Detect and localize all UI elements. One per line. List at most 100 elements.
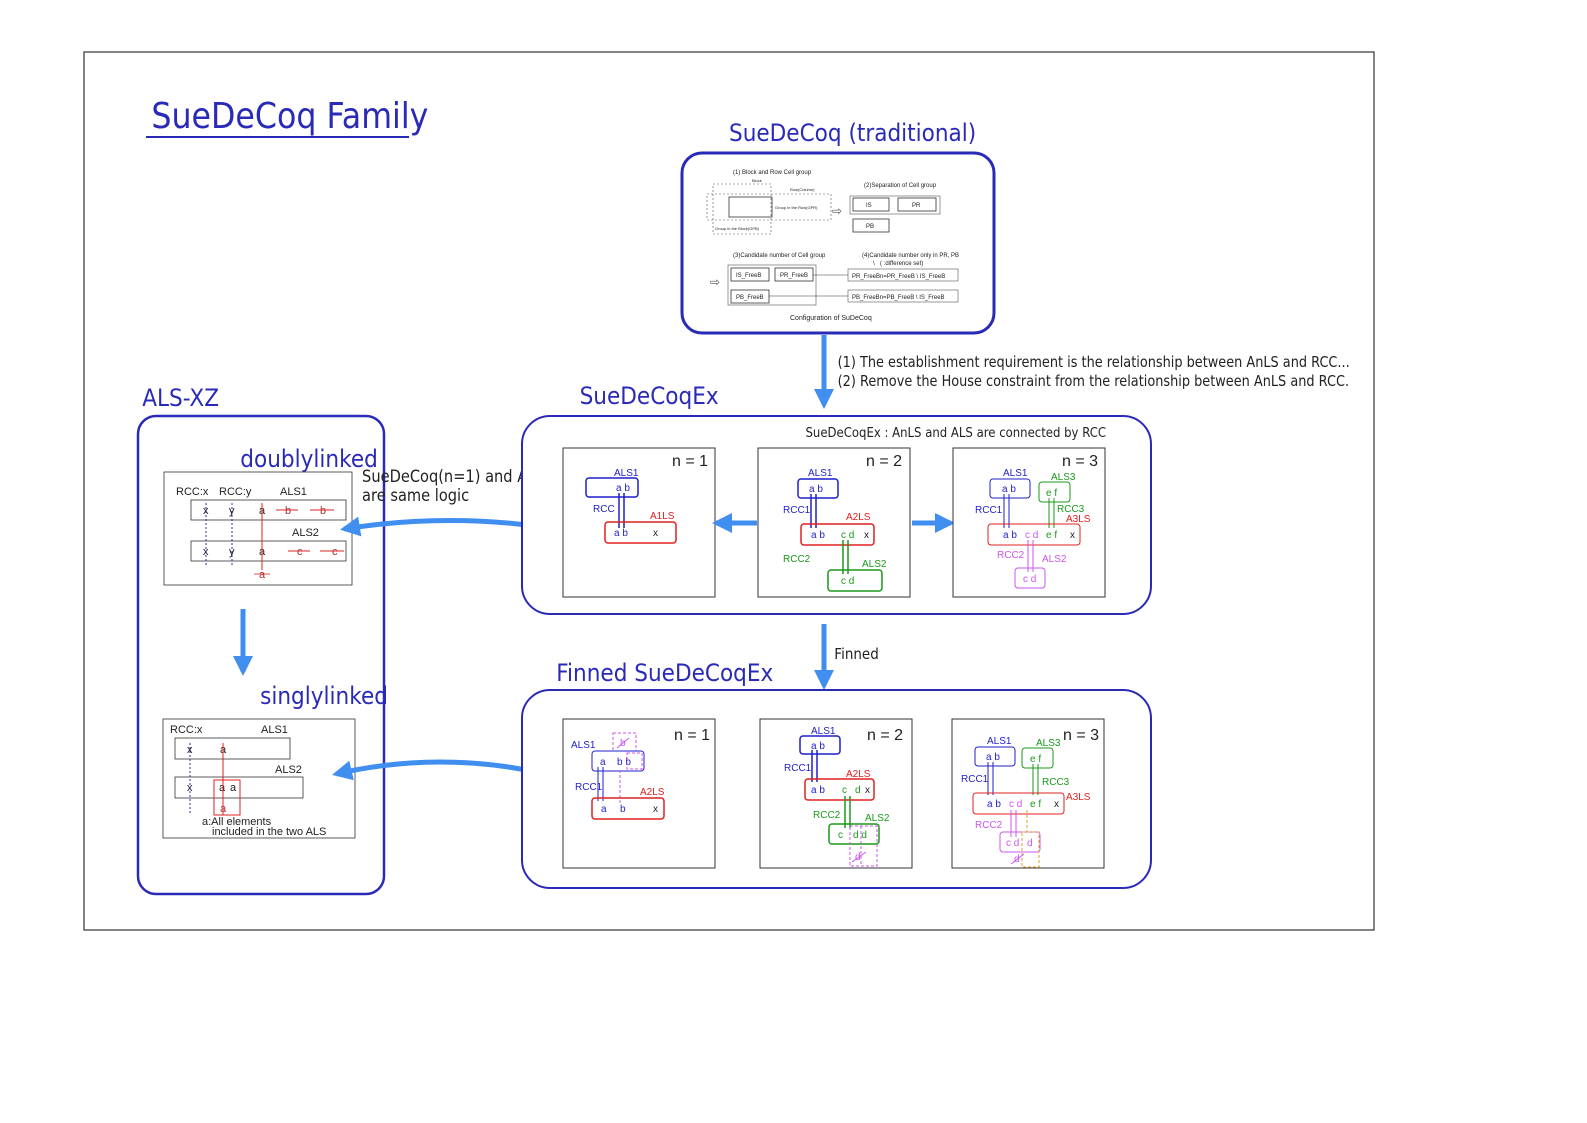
svg-text:c: c [297,546,303,558]
pb-freeb-label: PB_FreeB [736,295,764,301]
config-caption: Configuration of SuDeCoq [790,315,872,322]
alsxz-title: ALS-XZ [142,385,219,412]
fin-n2-label: n = 2 [867,727,903,744]
fin-n3-als3: ALS3 [1036,738,1061,749]
svg-text:c d: c d [1006,838,1019,849]
fin-n1-a2ls: A2LS [640,787,665,798]
intersection-box [728,196,773,218]
svg-text:e f: e f [1030,799,1041,810]
fin-n3-label: n = 3 [1063,727,1099,744]
ex-n1-als1: ALS1 [614,468,639,479]
fin-n2-rcc1: RCC1 [784,763,812,774]
fin-n2-a2ls: A2LS [846,769,871,780]
svg-text:a b: a b [614,528,628,539]
svg-text:x: x [1054,799,1059,810]
ex-n2-als1: ALS1 [808,468,833,479]
is-box [852,197,890,212]
fin-n1-rcc1: RCC1 [575,782,603,793]
doubly-als2-box [190,540,347,562]
doubly-title: doublylinked [240,446,378,473]
pr-freeb-box [774,267,814,282]
ex-n1-rcc: RCC [593,504,615,515]
arrow-glyph-2: ⇨ [710,275,720,289]
singly-diagram: RCC:x ALS1 xa ALS2 xaa a a:All elements … [162,718,356,839]
ex-n3-rcc1: RCC1 [975,505,1003,516]
ex-n2-rcc2: RCC2 [783,554,811,565]
svg-text:c d: c d [1009,799,1022,810]
requirement-2: (2) Remove the House constraint from the… [838,373,1349,390]
step2-label: (2)Separation of Cell group [864,183,937,189]
singly-title: singlylinked [260,683,388,710]
ex-n2-label: n = 2 [866,453,902,470]
traditional-title: SueDeCoq (traditional) [729,120,976,147]
ex-n3-frame [952,447,1106,598]
freeb-group-box [727,264,817,306]
ex-n3: n = 3 ALS1 a b ALS3 e f RCC1 RCC3 A3LS a… [952,447,1106,598]
ex-n2-als2: ALS2 [862,559,887,570]
pb-freeb-box [730,289,770,304]
svg-text:x: x [653,804,658,815]
pr-label: PR [912,203,921,209]
svg-text:a b: a b [811,785,825,796]
svg-text:c: c [332,546,338,558]
pr-eq-label: PR_FreeBn=PR_FreeB \ IS_FreeB [852,274,945,280]
fin-n2-rcc2: RCC2 [813,810,841,821]
svg-text:a b: a b [809,484,823,495]
step4-label: (4)Candidate number only in PR, PB [862,253,959,259]
pr-eq-box [847,268,959,282]
fin-n3: n = 3 ALS1 a b ALS3 e f RCC1 RCC3 A3LS a… [951,718,1105,869]
is-freeb-label: IS_FreeB [736,273,761,279]
fin-n3-rcc2: RCC2 [975,820,1003,831]
svg-text:a: a [601,804,607,815]
svg-text:a b: a b [1002,484,1016,495]
singly-frame [162,718,356,839]
group-block-label: Group in the Block(GPB) [715,226,760,231]
fin-n3-rcc3: RCC3 [1042,777,1070,788]
is-pr-box [849,195,941,215]
singly-note-2: included in the two ALS [212,826,326,838]
fin-n1-als1: ALS1 [571,740,596,751]
svg-text:c d: c d [841,530,854,541]
fin-n1: n = 1 b ALS1 ab b RCC1 A2LS abx [562,718,716,869]
singly-als1-box [174,737,291,760]
arrow-singly-fin [332,759,550,781]
pr-box [897,197,937,212]
pb-eq-label: PB_FreeBn=PB_FreeB \ IS_FreeB [852,295,945,301]
svg-text:b: b [320,505,326,517]
svg-text:a: a [220,803,227,815]
fin-n1-frame [562,718,716,869]
fin-n2-als1: ALS1 [811,726,836,737]
doubly-diagram: RCC:x RCC:y ALS1 xya b b ALS2 xya c c a [163,471,353,586]
doubly-rccx-label: RCC:x [176,486,209,498]
pb-label: PB [866,224,874,230]
fin-n3-als1: ALS1 [987,736,1012,747]
svg-text:c d: c d [1023,574,1036,585]
svg-text:a: a [230,782,237,794]
row-box [706,193,832,221]
ex-n2-a2ls: A2LS [846,512,871,523]
same-logic-1: SueDeCoq(n=1) and ALS-XZ [362,466,569,486]
svg-text:a b: a b [1003,530,1017,541]
ex-n3-rcc3: RCC3 [1057,504,1085,515]
pb-box [852,218,890,233]
requirement-1: (1) The establishment requirement is the… [838,354,1350,371]
fin-n3-rcc1: RCC1 [961,774,989,785]
singly-note-1: a:All elements [202,816,272,828]
svg-text:e f: e f [1030,754,1041,765]
doubly-als1-label: ALS1 [280,486,307,498]
pb-eq-box [847,289,959,303]
is-label: IS [866,203,872,209]
svg-text:x: x [1070,530,1075,541]
pr-freeb-label: PR_FreeB [780,273,808,279]
ex-n2-rcc1: RCC1 [783,505,811,516]
page-title: SueDeCoq Family [151,95,428,136]
ex-title: SueDeCoqEx [580,383,719,410]
row-column-label: Row(Column) [790,187,815,192]
fin-title: Finned SueDeCoqEx [556,660,773,687]
svg-text:c d: c d [841,576,854,587]
doubly-rccy-label: RCC:y [219,486,252,498]
fin-n3-a3ls: A3LS [1066,792,1091,803]
fin-n1-label: n = 1 [674,727,710,744]
